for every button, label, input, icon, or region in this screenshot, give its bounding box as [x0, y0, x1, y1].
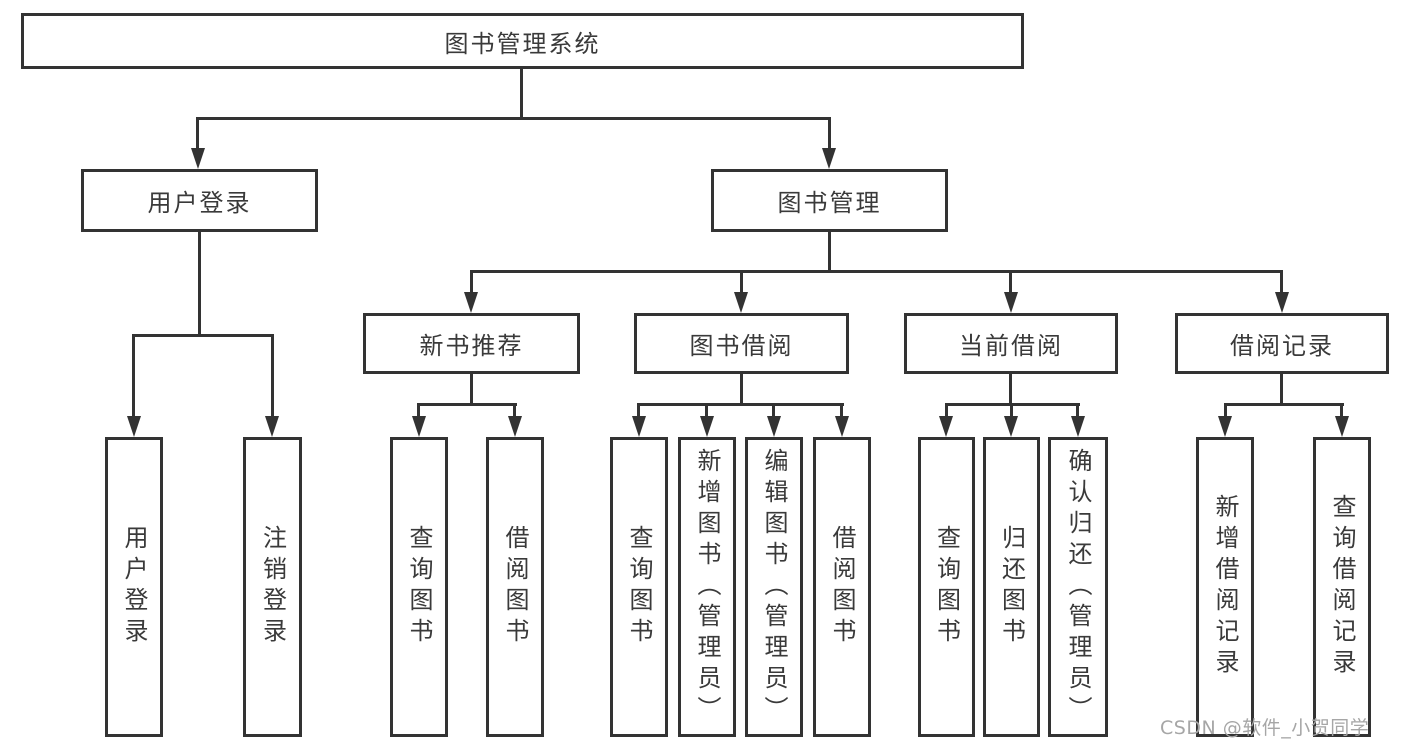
connector-drop	[271, 334, 274, 420]
leaf-label: 借阅图书	[828, 525, 856, 649]
csdn-watermark: CSDN @软件_小贺同学	[1160, 717, 1370, 739]
connector-drop	[417, 403, 420, 419]
arrow-down-icon	[734, 292, 748, 313]
leaf-label: 借阅图书	[501, 525, 529, 649]
connector-drop	[637, 403, 640, 419]
node-label: 当前借阅	[959, 332, 1063, 360]
leaf-label: 新增图书（管理员）	[693, 447, 721, 727]
leaf-borrow-books-recommend: 借阅图书	[486, 437, 544, 737]
connector-drop	[470, 270, 473, 295]
leaf-add-borrow-record: 新增借阅记录	[1196, 437, 1254, 737]
arrow-down-icon	[1218, 416, 1232, 437]
connector-book-mgmt-stem	[828, 232, 831, 273]
arrow-down-icon	[1275, 292, 1289, 313]
leaf-query-books-recommend: 查询图书	[390, 437, 448, 737]
connector-drop	[132, 334, 135, 420]
arrow-down-icon	[632, 416, 646, 437]
node-book-management-branch: 图书管理	[711, 169, 948, 232]
arrow-down-icon	[1071, 416, 1085, 437]
leaf-return-book: 归还图书	[983, 437, 1040, 737]
node-current-borrow: 当前借阅	[904, 313, 1118, 374]
leaf-user-login: 用户登录	[105, 437, 163, 737]
node-label: 用户登录	[147, 189, 252, 217]
node-label: 图书借阅	[689, 332, 794, 360]
connector-drop	[945, 403, 948, 419]
leaf-logout: 注销登录	[243, 437, 302, 737]
connector-book-mgmt-hbar	[470, 270, 1283, 273]
node-user-login-branch: 用户登录	[81, 169, 318, 232]
leaf-label: 新增借阅记录	[1211, 494, 1239, 680]
node-book-borrow: 图书借阅	[634, 313, 849, 374]
node-new-book-recommend: 新书推荐	[363, 313, 580, 374]
arrow-down-icon	[412, 416, 426, 437]
leaf-label: 用户登录	[120, 525, 148, 649]
connector-user-login-hbar	[132, 334, 274, 337]
connector-stem	[740, 374, 743, 406]
node-label: 借阅记录	[1230, 332, 1334, 360]
arrow-down-icon	[822, 148, 836, 169]
arrow-down-icon	[1335, 416, 1349, 437]
leaf-add-book-admin: 新增图书（管理员）	[678, 437, 736, 737]
leaf-label: 查询图书	[625, 525, 653, 649]
connector-drop	[828, 117, 831, 150]
leaf-label: 查询图书	[405, 525, 433, 649]
node-book-management-system: 图书管理系统	[21, 13, 1024, 69]
node-label: 图书管理	[777, 189, 882, 217]
leaf-label: 查询借阅记录	[1328, 494, 1356, 680]
connector-drop	[840, 403, 843, 419]
arrow-down-icon	[508, 416, 522, 437]
connector-drop	[740, 270, 743, 295]
arrow-down-icon	[1004, 416, 1018, 437]
connector-drop	[1224, 403, 1227, 419]
leaf-query-books-borrow: 查询图书	[610, 437, 668, 737]
leaf-label: 编辑图书（管理员）	[760, 447, 788, 727]
arrow-down-icon	[835, 416, 849, 437]
leaf-label: 确认归还（管理员）	[1064, 447, 1092, 727]
connector-user-login-stem	[198, 232, 201, 337]
leaf-borrow-books: 借阅图书	[813, 437, 871, 737]
connector-drop	[513, 403, 516, 419]
connector-root-hbar	[196, 117, 831, 120]
connector-stem	[470, 374, 473, 406]
connector-drop	[1010, 403, 1013, 419]
arrow-down-icon	[939, 416, 953, 437]
connector-stem	[1280, 374, 1283, 406]
connector-hbar	[417, 403, 517, 406]
arrow-down-icon	[191, 148, 205, 169]
node-label: 新书推荐	[419, 332, 524, 360]
connector-drop	[1009, 270, 1012, 295]
connector-drop	[1280, 270, 1283, 295]
arrow-down-icon	[265, 416, 279, 437]
arrow-down-icon	[127, 416, 141, 437]
leaf-label: 归还图书	[997, 525, 1026, 649]
connector-hbar	[637, 403, 844, 406]
leaf-query-books-current: 查询图书	[918, 437, 975, 737]
connector-hbar	[1224, 403, 1344, 406]
leaf-confirm-return-admin: 确认归还（管理员）	[1048, 437, 1108, 737]
arrow-down-icon	[767, 416, 781, 437]
leaf-label: 注销登录	[258, 525, 287, 649]
node-borrow-records: 借阅记录	[1175, 313, 1389, 374]
leaf-label: 查询图书	[932, 525, 961, 649]
arrow-down-icon	[464, 292, 478, 313]
connector-stem	[1009, 374, 1012, 406]
node-label: 图书管理系统	[444, 29, 601, 58]
leaf-query-borrow-record: 查询借阅记录	[1313, 437, 1371, 737]
leaf-edit-book-admin: 编辑图书（管理员）	[745, 437, 803, 737]
connector-drop	[196, 117, 199, 150]
connector-root-stem	[520, 69, 523, 119]
connector-drop	[1340, 403, 1343, 419]
connector-drop	[772, 403, 775, 419]
arrow-down-icon	[1004, 292, 1018, 313]
arrow-down-icon	[700, 416, 714, 437]
connector-drop	[1076, 403, 1079, 419]
connector-drop	[705, 403, 708, 419]
